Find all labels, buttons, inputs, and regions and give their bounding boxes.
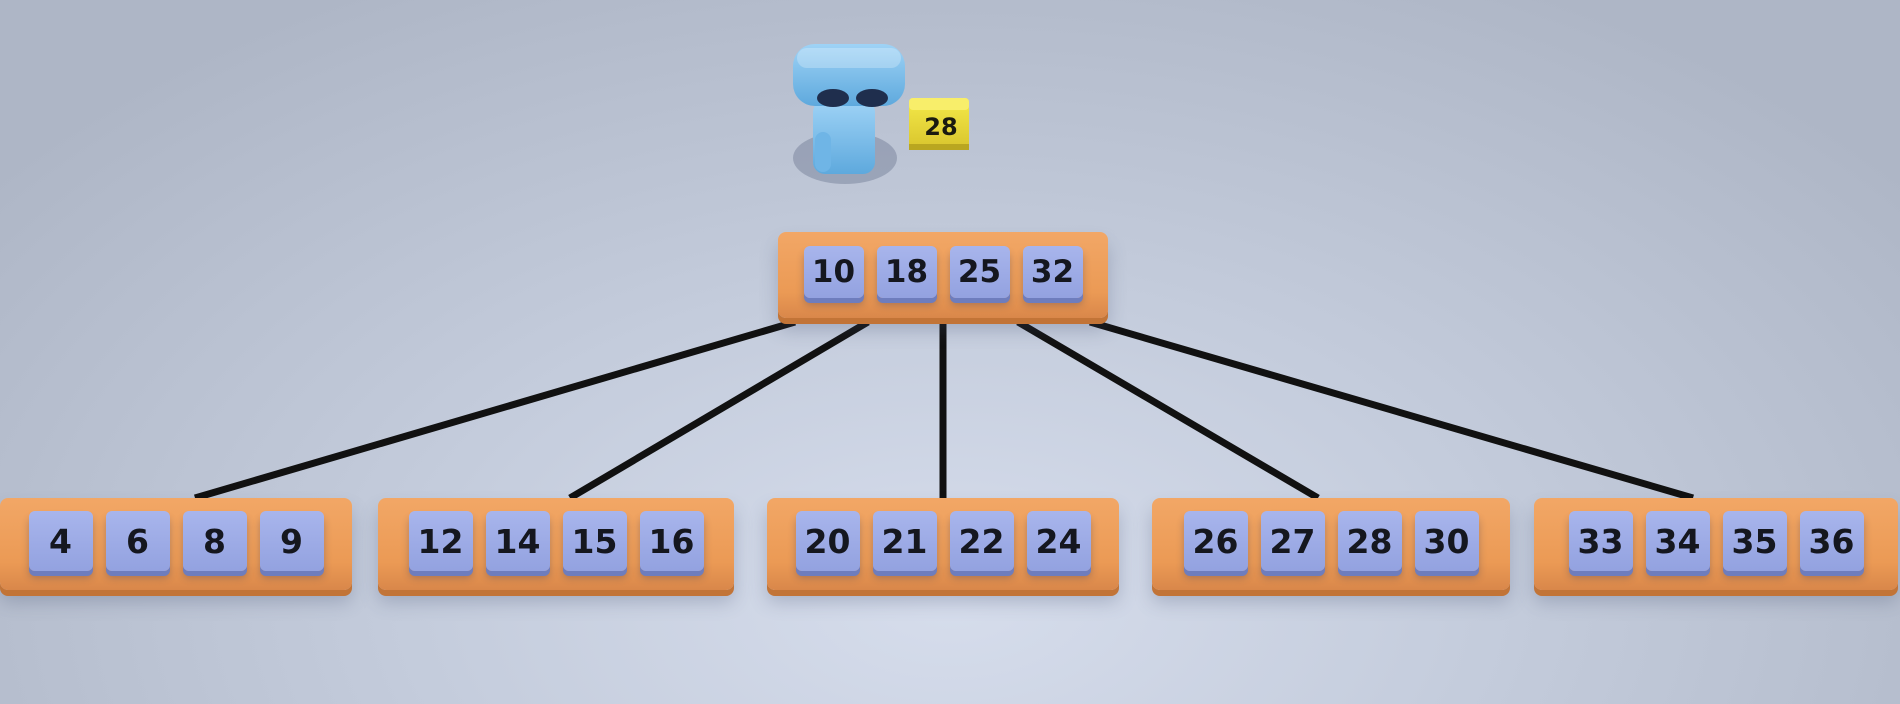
robot-icon xyxy=(793,44,969,184)
leaf-node-4: 26 27 28 30 xyxy=(1152,498,1510,590)
root-key: 18 xyxy=(876,246,937,298)
edge-root-leaf-5 xyxy=(1089,318,1694,502)
leaf-key: 9 xyxy=(259,511,324,571)
leaf-key: 24 xyxy=(1026,511,1091,571)
leaf-key: 22 xyxy=(949,511,1014,571)
leaf-node-2: 12 14 15 16 xyxy=(378,498,734,590)
root-key: 25 xyxy=(949,246,1010,298)
root-key: 10 xyxy=(803,246,864,298)
leaf-node-5: 33 34 35 36 xyxy=(1534,498,1898,590)
root-node: 10 18 25 32 xyxy=(778,232,1108,318)
leaf-key: 26 xyxy=(1183,511,1248,571)
leaf-key: 14 xyxy=(485,511,550,571)
edge-root-leaf-2 xyxy=(568,318,870,502)
leaf-key: 4 xyxy=(28,511,93,571)
leaf-key: 30 xyxy=(1414,511,1479,571)
edge-root-leaf-4 xyxy=(1016,318,1320,502)
leaf-node-3: 20 21 22 24 xyxy=(767,498,1119,590)
leaf-key: 21 xyxy=(872,511,937,571)
leaf-key: 34 xyxy=(1645,511,1710,571)
leaf-key: 16 xyxy=(639,511,704,571)
carried-key-label: 28 xyxy=(924,113,958,141)
leaf-key: 35 xyxy=(1722,511,1787,571)
leaf-key: 8 xyxy=(182,511,247,571)
leaf-key: 15 xyxy=(562,511,627,571)
leaf-key: 33 xyxy=(1568,511,1633,571)
edge-root-leaf-1 xyxy=(194,318,796,502)
leaf-key: 28 xyxy=(1337,511,1402,571)
leaf-node-1: 4 6 8 9 xyxy=(0,498,352,590)
leaf-key: 6 xyxy=(105,511,170,571)
leaf-key: 12 xyxy=(408,511,473,571)
robot-character xyxy=(775,40,975,200)
leaf-key: 20 xyxy=(795,511,860,571)
leaf-key: 27 xyxy=(1260,511,1325,571)
leaf-key: 36 xyxy=(1799,511,1864,571)
root-key: 32 xyxy=(1022,246,1083,298)
